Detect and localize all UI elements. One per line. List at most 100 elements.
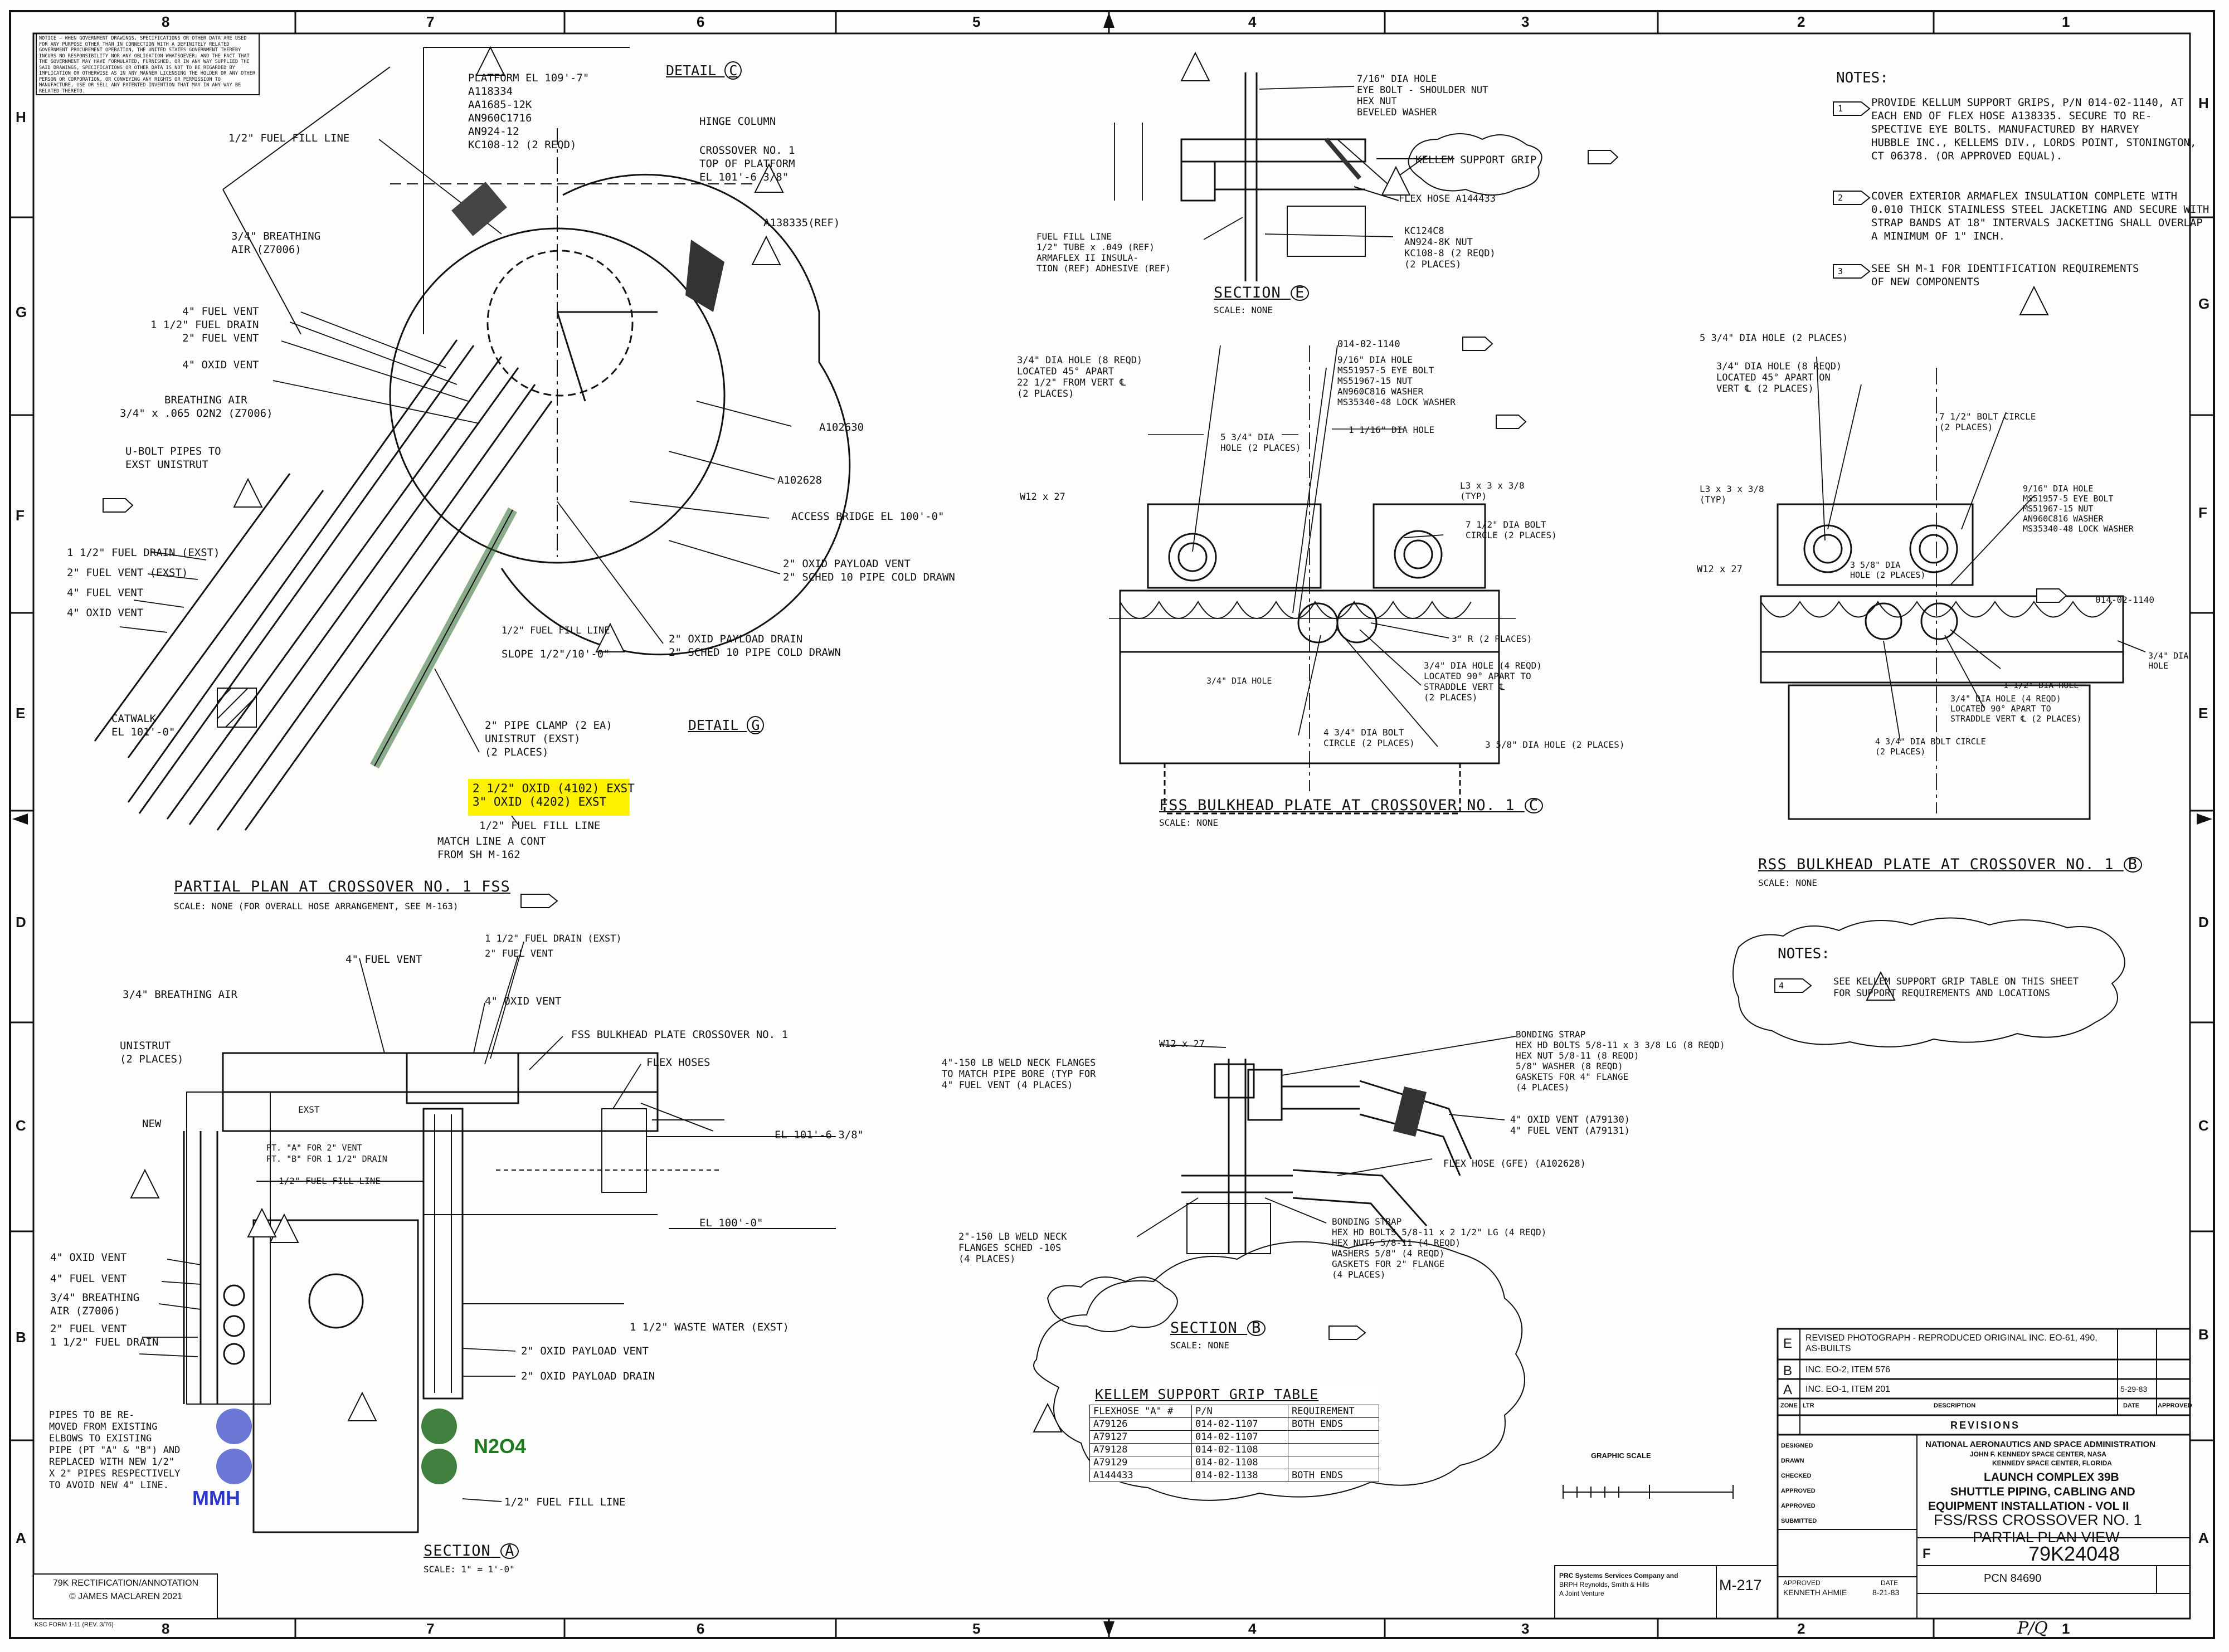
center-location: KENNEDY SPACE CENTER, FLORIDA: [1992, 1459, 2112, 1467]
sec-a-breathing-air: 3/4" BREATHING AIR: [123, 988, 237, 1001]
zone-top-6: 6: [697, 13, 705, 30]
zone-side-h-right: H: [2198, 95, 2209, 111]
a102630-label: A102630: [819, 421, 864, 433]
title-line-1: LAUNCH COMPLEX 39B: [1984, 1471, 2119, 1484]
zone-side-d: D: [16, 914, 26, 930]
section-e-scale: SCALE: NONE: [1214, 305, 1273, 315]
sec-a-payload-drain: 2" OXID PAYLOAD DRAIN: [521, 1370, 655, 1382]
rev-a-date: 5-29-83: [2120, 1385, 2148, 1393]
fss-angle: L3 x 3 x 3/8(TYP): [1460, 480, 1525, 501]
note-1: PROVIDE KELLUM SUPPORT GRIPS, P/N 014-02…: [1871, 96, 2197, 162]
sec-b-flex-hose: FLEX HOSE (GFE) (A102628): [1443, 1158, 1586, 1169]
fss-3-5-8-hole: 3 5/8" DIA HOLE (2 PLACES): [1485, 739, 1625, 750]
title-line-3: EQUIPMENT INSTALLATION - VOL II: [1928, 1500, 2129, 1513]
note-2: COVER EXTERIOR ARMAFLEX INSULATION COMPL…: [1871, 190, 2209, 242]
rss-w12: W12 x 27: [1697, 564, 1743, 575]
sheet-number: M-217: [1719, 1577, 1762, 1593]
rss-part-014: 014-02-1140: [2095, 594, 2154, 605]
col-pn: P/N: [1191, 1405, 1288, 1418]
zone-top-4: 4: [1248, 13, 1257, 30]
pcn-number: PCN 84690: [1984, 1572, 2042, 1585]
rev-b-letter: B: [1783, 1363, 1793, 1378]
sec-a-payload-vent: 2" OXID PAYLOAD VENT: [521, 1345, 649, 1357]
center-name: JOHN F. KENNEDY SPACE CENTER, NASA: [1970, 1450, 2106, 1458]
sec-a-bulkhead-plate: FSS BULKHEAD PLATE CROSSOVER NO. 1: [571, 1029, 788, 1041]
sec-a-4in-oxid-vent-top: 4" OXID VENT: [485, 995, 562, 1007]
zone-side-c-right: C: [2198, 1117, 2209, 1134]
sec-a-el-100: EL 100'-0": [699, 1217, 763, 1229]
pq-handwritten: P/Q: [2017, 1619, 2048, 1638]
kellem-table-title: KELLEM SUPPORT GRIP TABLE: [1095, 1386, 1319, 1402]
drawing-number: 79K24048: [2028, 1542, 2120, 1565]
rev-b-desc: INC. EO-2, ITEM 576: [1805, 1365, 1891, 1375]
rss-bolt-circle: 7 1/2" BOLT CIRCLE(2 PLACES): [1939, 411, 2036, 432]
zone-bottom-3: 3: [1521, 1620, 1530, 1637]
rss-3-4-hole: 3/4" DIA HOLE (8 REQD)LOCATED 45° APART …: [1716, 361, 1842, 394]
zone-side-c: C: [16, 1117, 26, 1134]
zone-top-8: 8: [162, 13, 170, 30]
detail-g-label: DETAIL G: [688, 716, 765, 734]
zone-side-d-right: D: [2198, 914, 2209, 930]
credit-block: 79K RECTIFICATION/ANNOTATION© JAMES MACL…: [52, 1578, 199, 1601]
rev-a-letter: A: [1783, 1382, 1793, 1397]
fuel-fill-2-label: 1/2" FUEL FILL LINE: [479, 820, 601, 832]
approver-name: KENNETH AHMIE: [1783, 1588, 1847, 1597]
approval-date: 8-21-83: [1872, 1588, 1900, 1597]
fss-3r: 3" R (2 PLACES): [1452, 633, 1532, 644]
sec-a-pt-a: PT. "A" FOR 2" VENT: [266, 1143, 362, 1153]
detail-c-label: DETAIL C: [666, 61, 742, 80]
n2o4-annotation: N2O4: [474, 1435, 527, 1458]
mmh-annotation: MMH: [192, 1487, 240, 1509]
rss-plate-title: RSS BULKHEAD PLATE AT CROSSOVER NO. 1 B: [1758, 857, 2142, 873]
rss-3-4-hole-4: 3/4" DIA HOLE (4 REQD)LOCATED 90° APART …: [1950, 694, 2082, 724]
rss-1-1-2-hole: 1 1/2" DIA HOLE: [2003, 680, 2079, 690]
zone-bottom-8: 8: [162, 1620, 170, 1637]
sec-a-new: NEW: [142, 1118, 162, 1130]
title-line-4: FSS/RSS CROSSOVER NO. 1: [1934, 1512, 2142, 1528]
col-flexhose: FLEXHOSE "A" #: [1089, 1405, 1192, 1418]
sec-a-fuel-fill: 1/2" FUEL FILL LINE: [279, 1176, 381, 1186]
hinge-column-label: HINGE COLUMN: [699, 115, 776, 128]
section-a-scale: SCALE: 1" = 1'-0": [424, 1564, 515, 1575]
sec-b-oxid-fuel-vent: 4" OXID VENT (A79130)4" FUEL VENT (A7913…: [1510, 1114, 1630, 1137]
note-3: SEE SH M-1 FOR IDENTIFICATION REQUIREMEN…: [1871, 262, 2139, 288]
notes-heading-2: NOTES:: [1778, 946, 1830, 962]
rss-angle: L3 x 3 x 3/8(TYP): [1700, 484, 1764, 505]
rev-col-date: DATE: [2123, 1402, 2140, 1409]
rev-col-ltr: LTR: [1803, 1402, 1814, 1409]
table-header-row: FLEXHOSE "A" # P/N REQUIREMENT: [1089, 1405, 1379, 1418]
rev-e-letter: E: [1783, 1336, 1793, 1351]
section-b-scale: SCALE: NONE: [1170, 1340, 1229, 1351]
note-2-number: 2: [1838, 193, 1843, 203]
sec-a-fuel-fill-lower: 1/2" FUEL FILL LINE: [504, 1496, 626, 1508]
zone-side-g-right: G: [2198, 295, 2210, 312]
rev-col-zone: ZONE: [1780, 1402, 1798, 1409]
note-1-number: 1: [1838, 104, 1843, 114]
rev-col-approved: APPROVED: [2158, 1402, 2192, 1409]
slope-label: SLOPE 1/2"/10'-0": [502, 648, 610, 660]
zone-top-1: 1: [2062, 13, 2070, 30]
zone-top-3: 3: [1521, 13, 1530, 30]
sec-a-unistrut: UNISTRUT(2 PLACES): [120, 1040, 184, 1065]
a102628-label: A102628: [777, 474, 823, 486]
zone-bottom-2: 2: [1797, 1620, 1805, 1637]
